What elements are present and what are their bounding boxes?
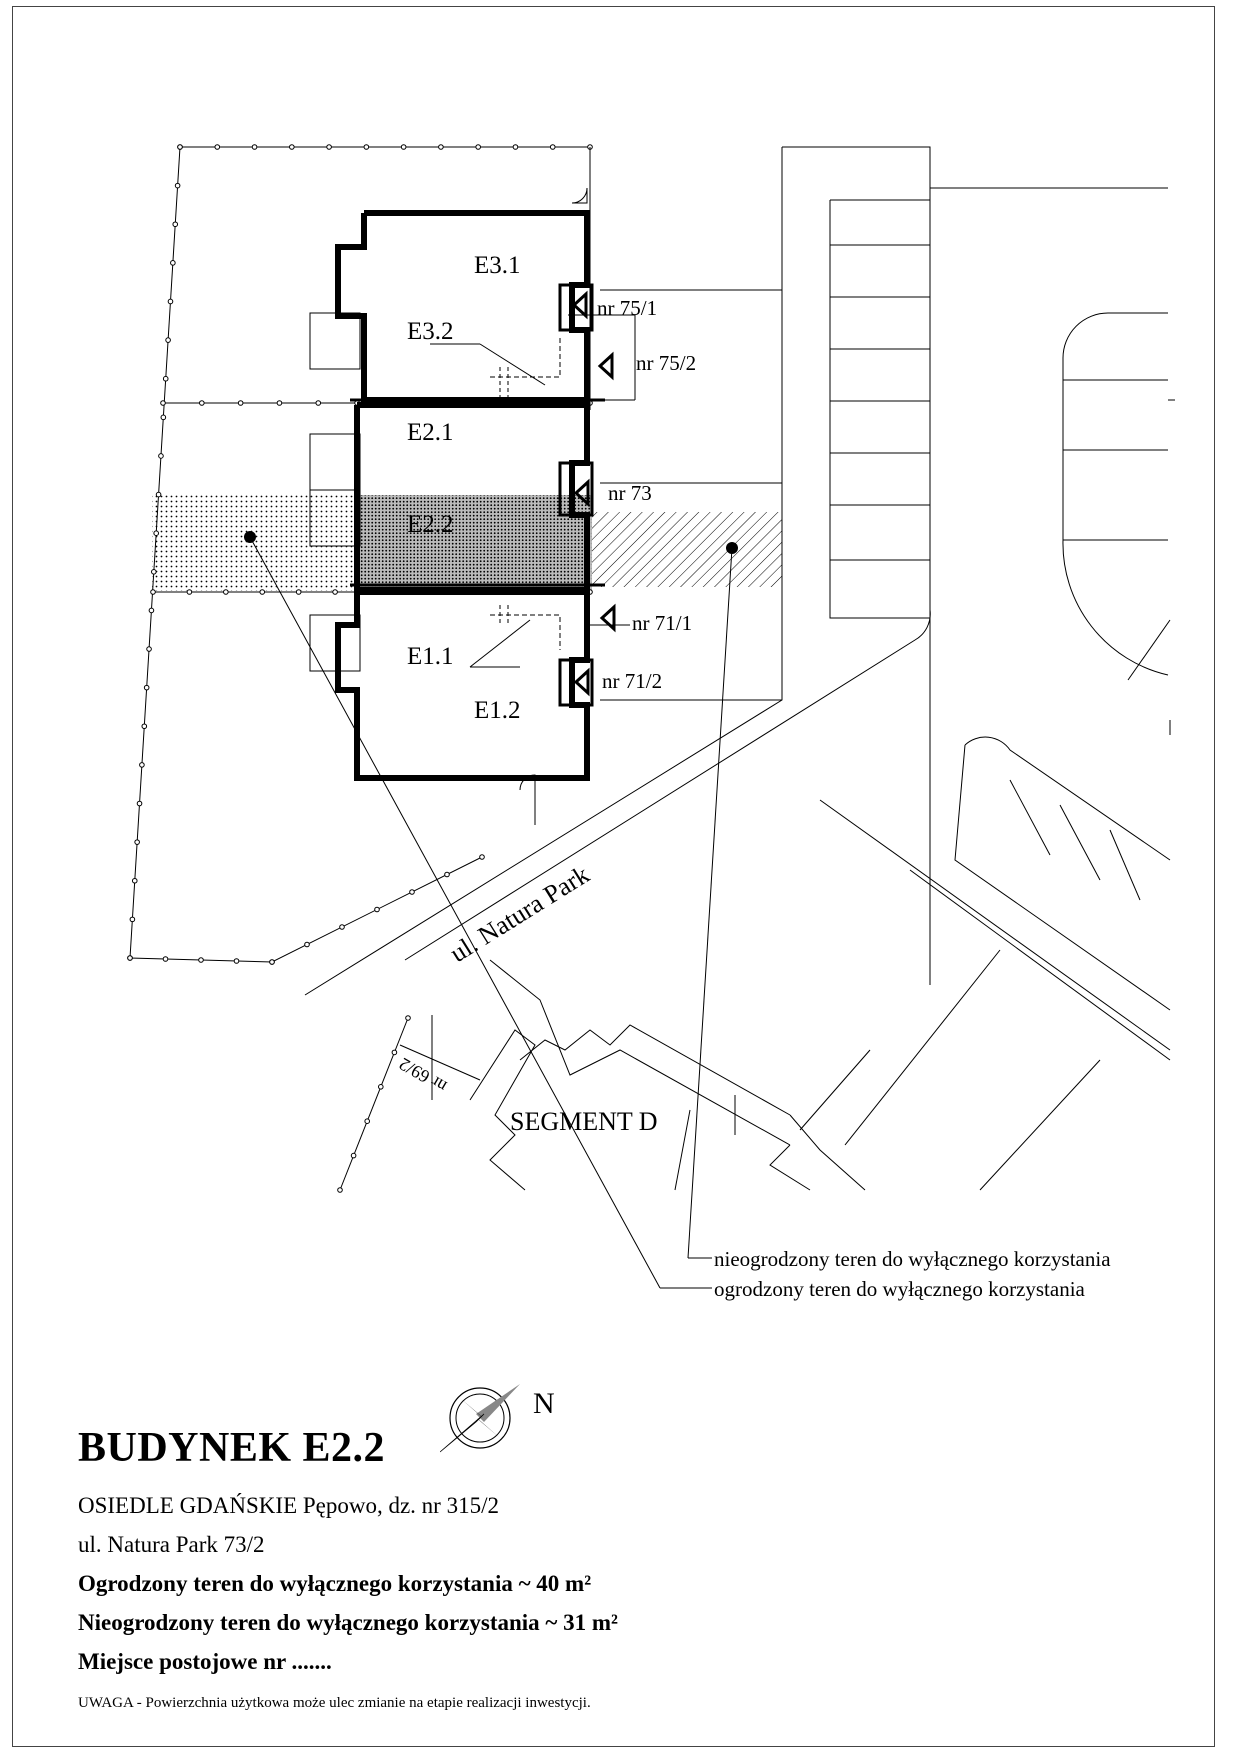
fence-post (479, 854, 485, 860)
fence-post (141, 723, 148, 730)
fence-post (143, 684, 150, 691)
building-title: BUDYNEK E2.2 (78, 1425, 386, 1471)
fence-post (148, 607, 155, 614)
entrance-label-75-1: nr 75/1 (597, 296, 657, 320)
fence-post (177, 144, 183, 150)
fence-post (315, 400, 322, 406)
fence-post (129, 916, 136, 923)
entrance-label-71-2: nr 71/2 (602, 669, 662, 693)
segment-label: SEGMENT D (510, 1107, 658, 1136)
fence-post (378, 1084, 384, 1090)
fence-post (405, 1015, 411, 1021)
fence-post (549, 144, 556, 150)
fenced-area-marker (244, 531, 256, 543)
fence-post (276, 400, 283, 406)
unit-label-e12: E1.2 (474, 697, 521, 724)
site-plan: E3.1 E3.2 E2.1 E2.2 E1.1 E1.2 nr 75/1 nr… (127, 144, 1175, 1301)
fence-post (350, 1152, 357, 1159)
entrance-markers (558, 283, 616, 707)
fence-post (304, 941, 310, 948)
drawing-sheet (12, 6, 1215, 1747)
fence-post (438, 144, 444, 150)
legend-unfenced: nieogrodzony teren do wyłącznego korzyst… (714, 1247, 1111, 1271)
unit-label-e32: E3.2 (407, 318, 454, 345)
fence-post (167, 298, 174, 305)
fence-post (136, 800, 143, 807)
title-block: BUDYNEK E2.2 OSIEDLE GDAŃSKIE Pępowo, dz… (78, 1424, 978, 1681)
unit-label-e22: E2.2 (407, 511, 454, 538)
parking-line: Miejsce postojowe nr ....... (78, 1649, 332, 1674)
fence-post (363, 144, 370, 150)
fence-post (165, 337, 171, 343)
fence-post (146, 646, 152, 652)
disclaimer-note: UWAGA - Powierzchnia użytkowa może ulec … (78, 1695, 591, 1711)
fence-post (139, 762, 145, 768)
fence-post (162, 956, 169, 962)
fence-post (339, 924, 345, 930)
fence-post (170, 260, 176, 266)
fence-post (186, 589, 193, 595)
fenced-area-line: Ogrodzony teren do wyłącznego korzystani… (78, 1571, 592, 1596)
fence-post (158, 453, 164, 459)
fence-post (131, 877, 138, 884)
fence-post (155, 491, 162, 498)
fence-post (172, 221, 179, 228)
fence-post (251, 144, 258, 150)
fence-post (337, 1187, 343, 1193)
fence-post (153, 530, 159, 536)
fence-post (326, 144, 332, 150)
unfenced-area-line: Nieogrodzony teren do wyłącznego korzyst… (78, 1610, 618, 1635)
address-line-2: ul. Natura Park 73/2 (78, 1532, 265, 1557)
fence-post (233, 958, 240, 964)
fence-post (150, 589, 156, 595)
legend-fenced: ogrodzony teren do wyłącznego korzystani… (714, 1277, 1086, 1301)
fence-post (409, 889, 415, 895)
fence-post (127, 955, 133, 961)
unit-dividers (350, 398, 605, 587)
fence-post (269, 959, 275, 965)
fenced-area-shading (152, 495, 367, 591)
address-line-1: OSIEDLE GDAŃSKIE Pępowo, dz. nr 315/2 (78, 1493, 499, 1518)
fence-post (374, 906, 380, 913)
fence-post (444, 871, 450, 878)
unfenced-area-hatch (592, 512, 782, 587)
fence-post (400, 144, 407, 150)
neighbor-entrance-label: nr 69/2 (395, 1054, 450, 1097)
fence-post (162, 375, 169, 382)
fence-post (151, 569, 157, 575)
street-name: ul. Natura Park (445, 860, 594, 968)
fence-post (237, 400, 244, 406)
unit-e22-shading (360, 495, 592, 591)
unit-label-e31: E3.1 (474, 252, 521, 279)
fence-post (259, 589, 266, 595)
fence-post (475, 144, 481, 150)
fence-post (289, 144, 295, 150)
site-lines (304, 146, 1175, 1191)
fence-post (134, 839, 140, 845)
fence-post (332, 589, 338, 595)
fence-post (223, 589, 229, 595)
north-arrow-icon: N (440, 1384, 555, 1453)
fence-post (364, 1118, 371, 1124)
terraces (309, 187, 588, 791)
north-label: N (533, 1387, 555, 1420)
entrance-label-71-1: nr 71/1 (632, 611, 692, 635)
fence-post (295, 589, 302, 595)
fence-post (160, 400, 166, 406)
fence-post (198, 957, 204, 963)
unfenced-area-marker (726, 542, 738, 554)
fence-post (199, 400, 205, 406)
fence-post (391, 1049, 398, 1056)
unit-label-e11: E1.1 (407, 643, 454, 670)
entrance-label-75-2: nr 75/2 (636, 351, 696, 375)
fence-post (214, 144, 221, 150)
entrance-label-73: nr 73 (608, 481, 652, 505)
leader-lines (249, 314, 733, 1289)
fence-post (512, 144, 519, 150)
fence-post (174, 182, 181, 189)
unit-label-e21: E2.1 (407, 419, 454, 446)
fence-post (160, 414, 167, 421)
